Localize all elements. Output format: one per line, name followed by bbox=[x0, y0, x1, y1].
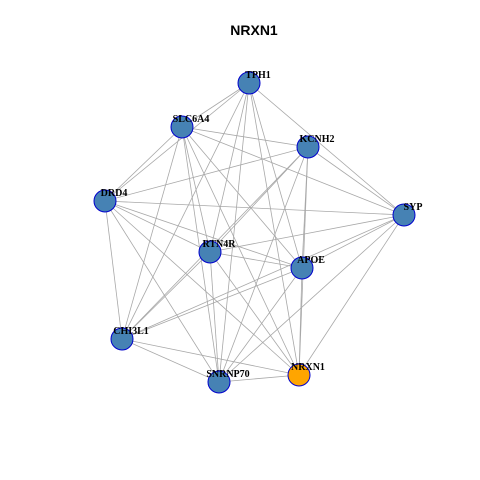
node-snrnp70 bbox=[207, 370, 231, 394]
edge-slc6a4-drd4 bbox=[104, 126, 183, 202]
edge-apoe-chi3l1 bbox=[121, 267, 303, 340]
node-label-drd4: DRD4 bbox=[101, 188, 128, 199]
edge-rtn4r-nrxn1 bbox=[209, 251, 300, 376]
edge-drd4-syp bbox=[104, 200, 405, 216]
node-label-apoe: APOE bbox=[297, 255, 325, 266]
edge-tph1-syp bbox=[248, 82, 405, 216]
edge-slc6a4-rtn4r bbox=[181, 126, 211, 253]
edge-kcnh2-syp bbox=[307, 146, 405, 216]
node-chi3l1 bbox=[110, 327, 134, 351]
node-tph1 bbox=[237, 71, 261, 95]
edge-syp-rtn4r bbox=[209, 214, 405, 253]
edge-drd4-nrxn1 bbox=[104, 200, 300, 376]
edge-drd4-chi3l1 bbox=[104, 200, 123, 340]
node-label-tph1: TPH1 bbox=[245, 70, 271, 81]
edge-drd4-rtn4r bbox=[104, 200, 211, 253]
edge-rtn4r-chi3l1 bbox=[121, 251, 211, 340]
edge-chi3l1-nrxn1 bbox=[121, 338, 300, 376]
edge-rtn4r-apoe bbox=[209, 251, 303, 269]
edge-slc6a4-kcnh2 bbox=[181, 126, 309, 148]
edge-tph1-apoe bbox=[248, 82, 303, 269]
node-apoe bbox=[290, 256, 314, 280]
node-nrxn1 bbox=[287, 363, 311, 387]
node-label-slc6a4: SLC6A4 bbox=[173, 114, 210, 125]
edge-slc6a4-syp bbox=[181, 126, 405, 216]
node-drd4 bbox=[93, 189, 117, 213]
edge-snrnp70-nrxn1 bbox=[218, 374, 300, 383]
edge-syp-chi3l1 bbox=[121, 214, 405, 340]
node-label-chi3l1: CHI3L1 bbox=[113, 326, 149, 337]
edge-syp-snrnp70 bbox=[218, 214, 405, 383]
node-syp bbox=[392, 203, 416, 227]
edge-syp-apoe bbox=[301, 214, 405, 269]
edge-kcnh2-drd4 bbox=[104, 146, 309, 202]
node-label-kcnh2: KCNH2 bbox=[300, 134, 335, 145]
edge-syp-nrxn1 bbox=[298, 214, 405, 376]
edge-kcnh2-rtn4r bbox=[209, 146, 309, 253]
edge-tph1-drd4 bbox=[104, 82, 250, 202]
node-rtn4r bbox=[198, 240, 222, 264]
edges-layer bbox=[104, 82, 405, 383]
node-kcnh2 bbox=[296, 135, 320, 159]
edge-apoe-snrnp70 bbox=[218, 267, 303, 383]
graph-title: NRXN1 bbox=[230, 22, 278, 38]
node-label-rtn4r: RTN4R bbox=[203, 239, 237, 250]
edge-drd4-apoe bbox=[104, 200, 303, 269]
edge-drd4-snrnp70 bbox=[104, 200, 220, 383]
edge-tph1-nrxn1 bbox=[248, 82, 300, 376]
edge-slc6a4-chi3l1 bbox=[121, 126, 183, 340]
edge-kcnh2-snrnp70 bbox=[218, 146, 309, 383]
nodes-layer bbox=[93, 71, 416, 394]
edge-tph1-snrnp70 bbox=[218, 82, 250, 383]
edge-tph1-chi3l1 bbox=[121, 82, 250, 340]
edge-slc6a4-apoe bbox=[181, 126, 303, 269]
node-label-syp: SYP bbox=[404, 202, 423, 213]
edge-slc6a4-nrxn1 bbox=[181, 126, 300, 376]
edge-rtn4r-snrnp70 bbox=[209, 251, 220, 383]
node-label-snrnp70: SNRNP70 bbox=[206, 369, 249, 380]
edge-chi3l1-snrnp70 bbox=[121, 338, 220, 383]
node-slc6a4 bbox=[170, 115, 194, 139]
edge-apoe-nrxn1 bbox=[298, 267, 303, 376]
edge-tph1-slc6a4 bbox=[181, 82, 250, 128]
node-label-nrxn1: NRXN1 bbox=[291, 362, 325, 373]
